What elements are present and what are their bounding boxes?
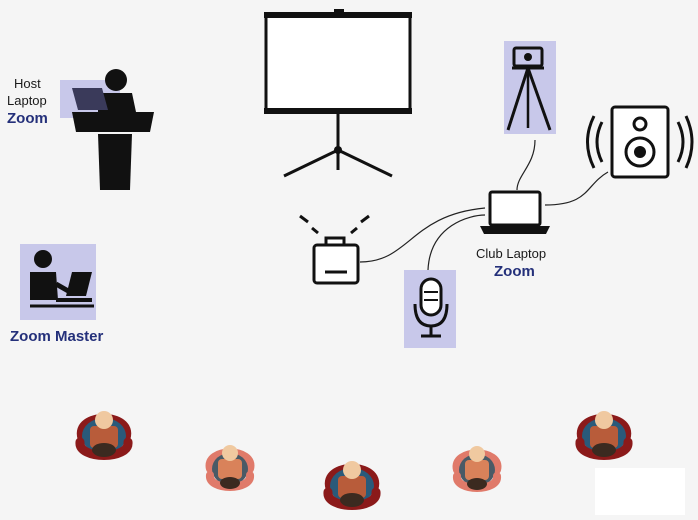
audience-person-icon xyxy=(580,411,628,457)
speaker-icon xyxy=(586,105,694,179)
audience-person-icon xyxy=(328,461,376,507)
podium-speaker-icon xyxy=(60,69,154,190)
projector-screen-icon xyxy=(264,9,412,178)
blank-panel xyxy=(595,468,685,515)
laptop-icon xyxy=(480,190,550,234)
audience-person-icon xyxy=(80,411,128,457)
projector-icon xyxy=(299,214,370,285)
host-zoom-label: Zoom xyxy=(7,110,48,127)
host-laptop-label: Laptop xyxy=(7,93,47,108)
zoom-master-label: Zoom Master xyxy=(10,328,104,345)
club-laptop-label: Club Laptop xyxy=(476,246,547,261)
audience-person-icon xyxy=(457,446,498,490)
zoom-master-icon xyxy=(20,244,96,320)
audience-person-icon xyxy=(210,445,251,489)
club-zoom-label: Zoom xyxy=(494,263,535,280)
microphone-icon xyxy=(404,270,456,348)
cables xyxy=(359,139,609,271)
camera-tripod-icon xyxy=(504,41,556,134)
host-label: Host xyxy=(14,76,41,91)
audience xyxy=(80,411,628,507)
